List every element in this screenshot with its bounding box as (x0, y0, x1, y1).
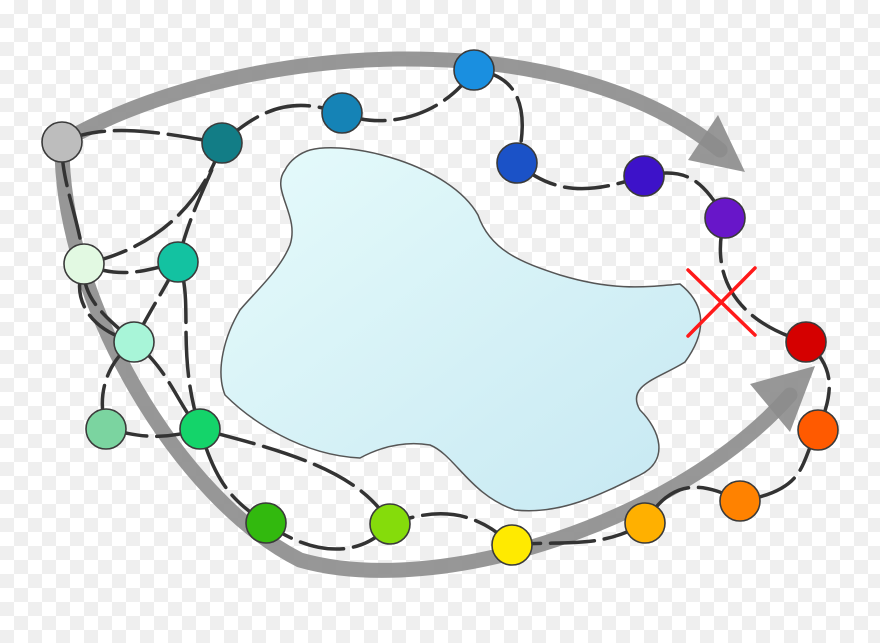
obstacle-region (220, 147, 702, 512)
edge (198, 427, 392, 526)
path-nodes (41, 49, 839, 566)
edge (176, 260, 202, 431)
path-node (369, 503, 411, 545)
path-node (113, 321, 155, 363)
path-node (63, 243, 105, 285)
path-node (245, 502, 287, 544)
path-node (719, 480, 761, 522)
path-node (201, 122, 243, 164)
path-node (321, 92, 363, 134)
path-node (453, 49, 495, 91)
cross-icon (686, 266, 757, 338)
path-node (85, 408, 127, 450)
path-node (496, 142, 538, 184)
edge (82, 141, 224, 266)
path-node (704, 197, 746, 239)
start-node (41, 121, 83, 163)
path-node (491, 524, 533, 566)
path-node (785, 321, 827, 363)
path-node (157, 241, 199, 283)
path-node (623, 155, 665, 197)
path-node (797, 409, 839, 451)
path-node (179, 408, 221, 450)
path-node (624, 502, 666, 544)
upper-route-arrow (54, 51, 745, 172)
